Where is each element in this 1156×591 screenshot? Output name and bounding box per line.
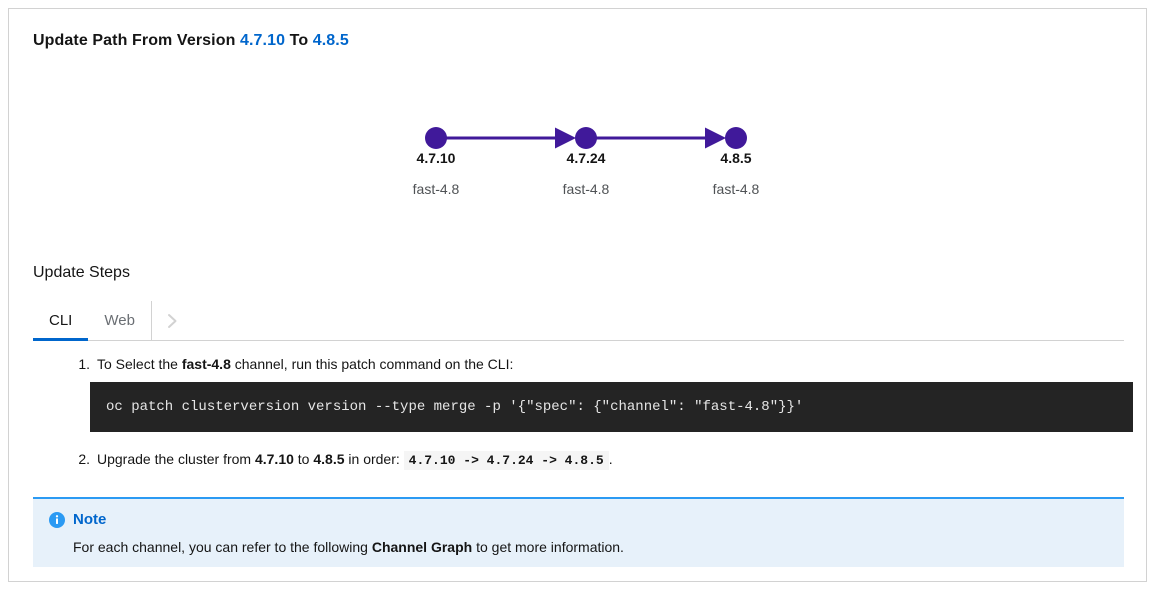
step-text-after: channel, run this patch command on the C… [230, 356, 514, 372]
graph-label-4724: 4.7.24 fast-4.8 [506, 148, 666, 199]
upgrade-order-inline-code: 4.7.10 -> 4.7.24 -> 4.8.5 [403, 451, 609, 470]
update-path-graph-edges [425, 127, 747, 149]
page-title-from-version: 4.7.10 [240, 32, 286, 49]
step-text-mid: to [293, 451, 314, 467]
tab-cli[interactable]: CLI [33, 301, 89, 341]
tab-web[interactable]: Web [88, 301, 151, 340]
step-text: Upgrade the cluster from 4.7.10 to 4.8.5… [97, 449, 1124, 471]
chevron-right-glyph [168, 313, 177, 328]
page-title-to-version: 4.8.5 [312, 32, 349, 49]
step-text-before: Upgrade the cluster from [97, 451, 255, 467]
patch-command-text: oc patch clusterversion version --type m… [106, 399, 804, 415]
step-number: 1. [78, 356, 90, 372]
graph-label-4710: 4.7.10 fast-4.8 [356, 148, 516, 199]
step-item-2: 2. Upgrade the cluster from 4.7.10 to 4.… [33, 449, 1124, 477]
update-path-graph: 4.7.10 fast-4.8 4.7.24 fast-4.8 4.8.5 fa… [33, 104, 1124, 219]
step-channel-name: fast-4.8 [181, 356, 231, 372]
step-text-before: To Select the [97, 356, 182, 372]
note-alert-body: For each channel, you can refer to the f… [73, 537, 1108, 557]
chevron-right-icon[interactable] [152, 301, 194, 340]
note-body-highlight: Channel Graph [371, 539, 473, 555]
update-steps-heading: Update Steps [33, 264, 130, 281]
note-body-after: to get more information. [472, 539, 624, 555]
update-path-card: Update Path From Version 4.7.10 To 4.8.5 [8, 8, 1147, 582]
page-title-prefix: Update Path From Version [33, 32, 236, 49]
tab-web-label: Web [104, 312, 135, 329]
step-text-end: . [608, 451, 613, 467]
page-title-joiner: To [289, 32, 309, 49]
graph-node-channel: fast-4.8 [412, 181, 460, 197]
tab-cli-label: CLI [49, 312, 73, 329]
step-to-version: 4.8.5 [313, 451, 345, 467]
graph-node-channel: fast-4.8 [712, 181, 760, 197]
note-alert: Note For each channel, you can refer to … [33, 497, 1124, 567]
graph-node-version: 4.7.24 [566, 150, 606, 166]
step-item-1: 1. To Select the fast-4.8 channel, run t… [33, 354, 1133, 449]
update-steps-tabs: CLI Web [33, 301, 1124, 341]
graph-node-4724[interactable] [575, 127, 597, 149]
graph-label-485: 4.8.5 fast-4.8 [656, 148, 816, 199]
step-from-version: 4.7.10 [254, 451, 294, 467]
note-alert-title: Note [73, 511, 107, 528]
graph-node-485[interactable] [725, 127, 747, 149]
patch-command-code-block[interactable]: oc patch clusterversion version --type m… [90, 382, 1133, 432]
update-steps-list: 1. To Select the fast-4.8 channel, run t… [33, 354, 1133, 477]
tab-divider [150, 301, 152, 340]
graph-node-channel: fast-4.8 [562, 181, 610, 197]
note-body-before: For each channel, you can refer to the f… [73, 539, 372, 555]
graph-node-4710[interactable] [425, 127, 447, 149]
info-circle-icon [49, 512, 65, 528]
step-text: To Select the fast-4.8 channel, run this… [97, 354, 1124, 374]
note-alert-header: Note [49, 511, 1108, 529]
graph-node-version: 4.8.5 [720, 150, 752, 166]
step-text-after: in order: [344, 451, 404, 467]
step-number: 2. [78, 451, 90, 467]
graph-node-version: 4.7.10 [416, 150, 456, 166]
page-title: Update Path From Version 4.7.10 To 4.8.5 [33, 32, 349, 50]
